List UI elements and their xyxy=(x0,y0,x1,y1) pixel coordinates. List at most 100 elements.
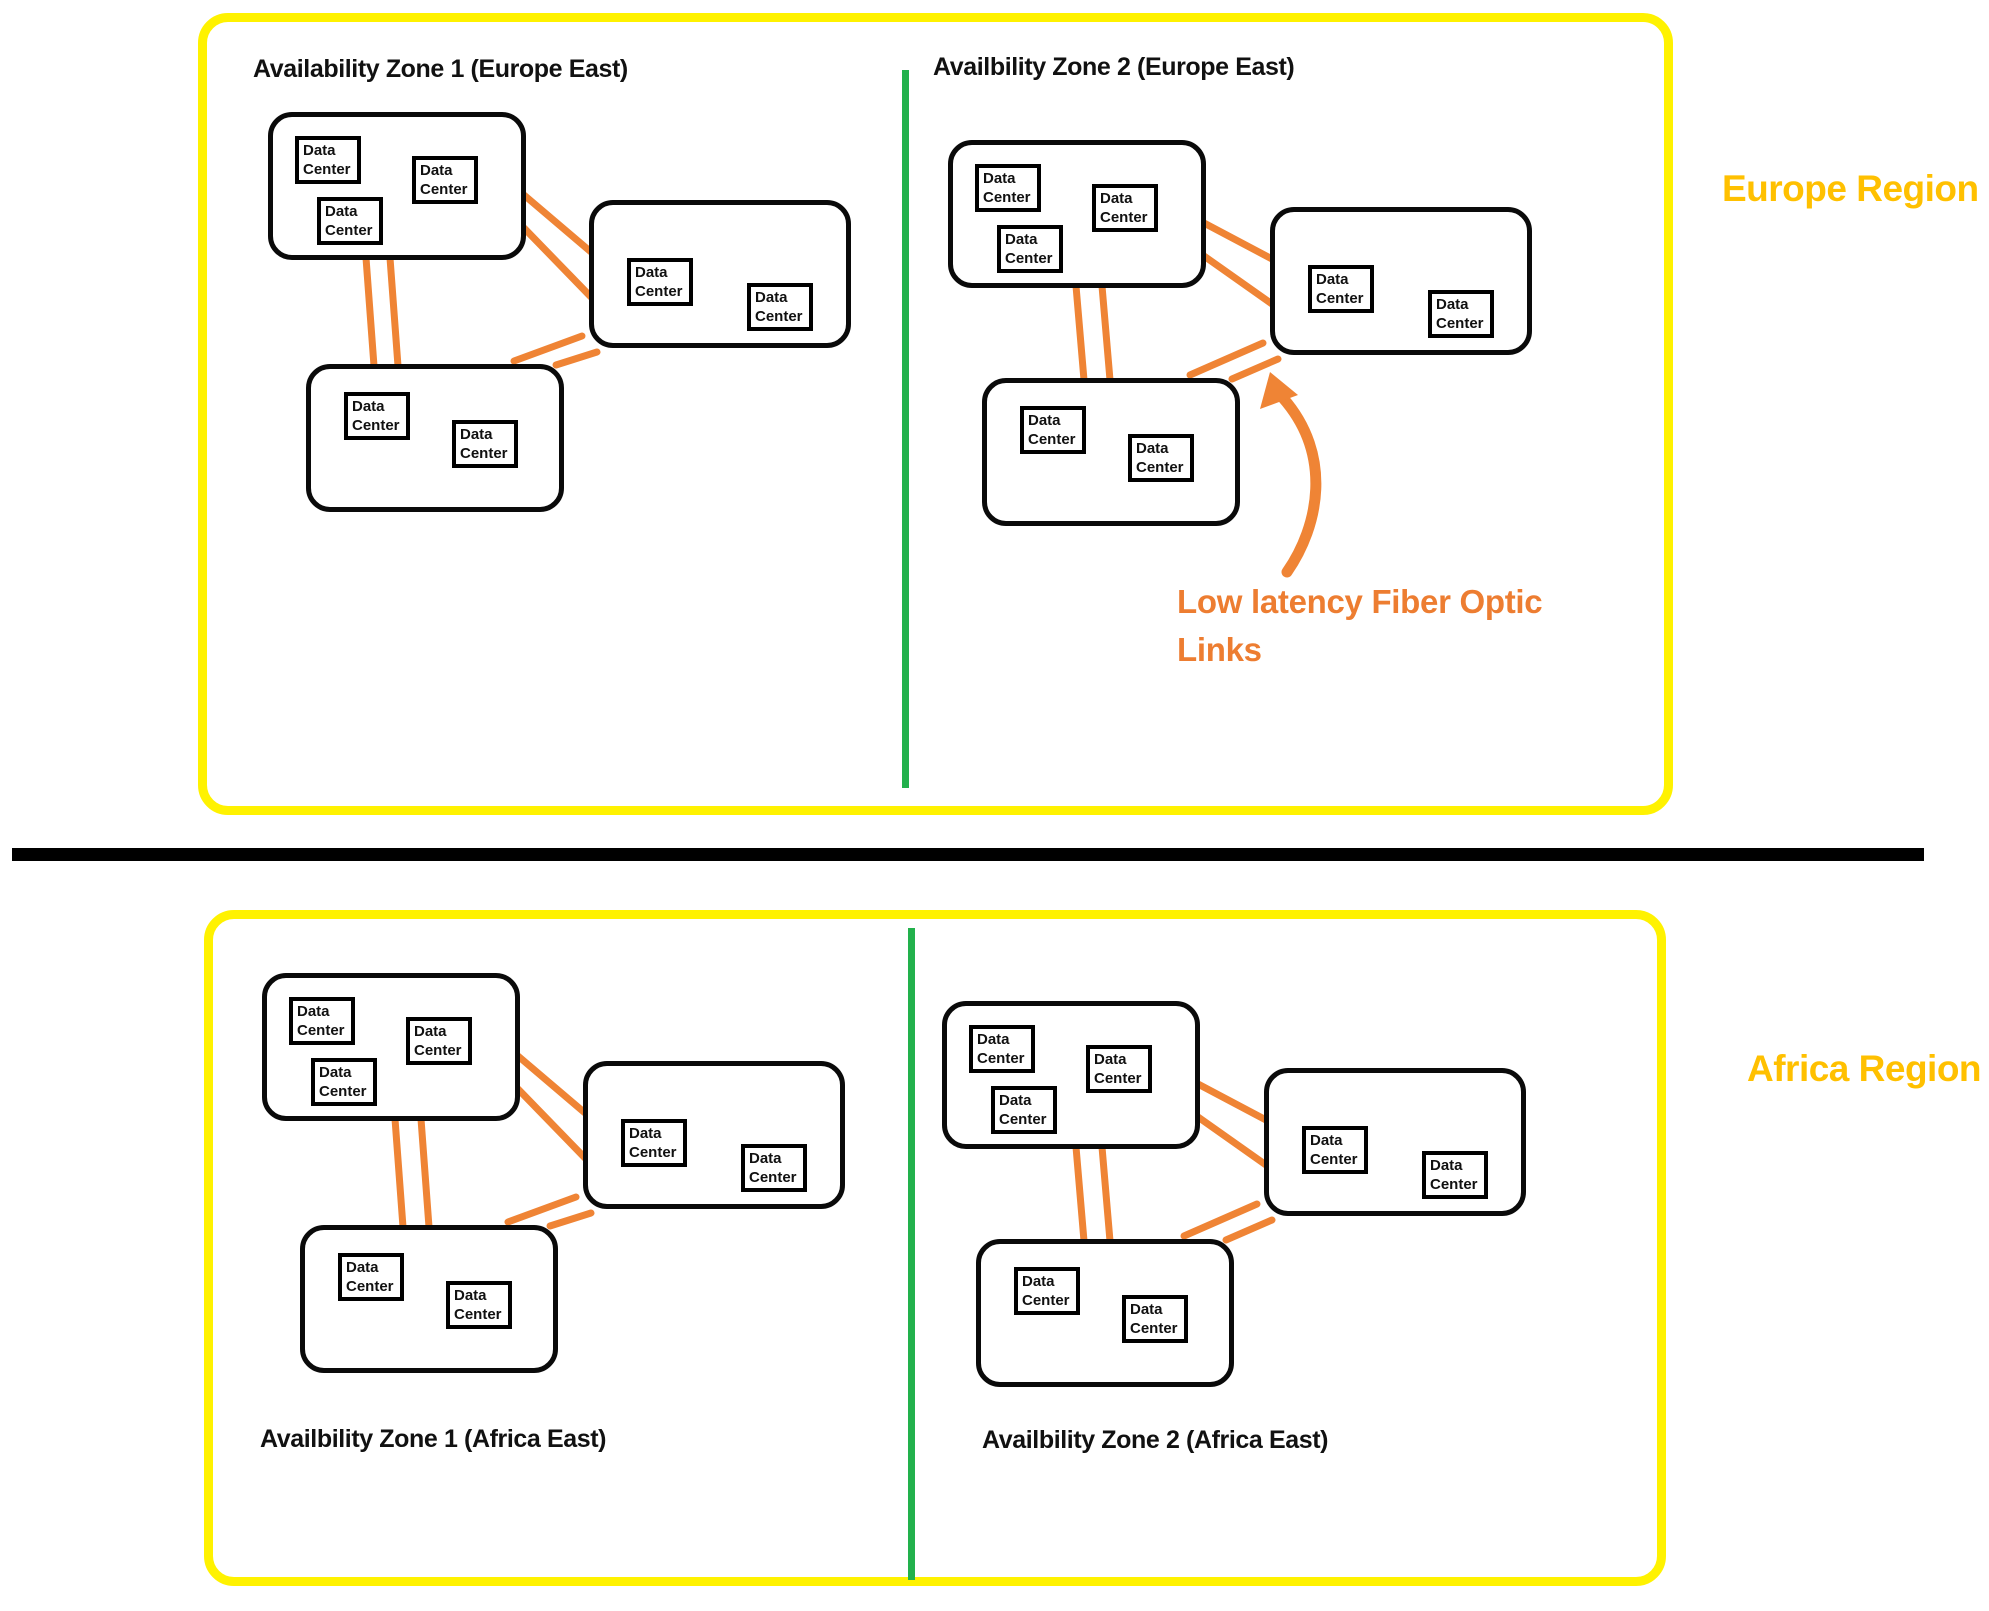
data-center-label-line2: Center xyxy=(999,1111,1047,1128)
data-center-label-line1: Data xyxy=(352,398,385,415)
data-center-label-line2: Center xyxy=(1100,209,1148,226)
data-center-label-line2: Center xyxy=(420,181,468,198)
fiber-optic-links-annotation: Low latency Fiber Optic Links xyxy=(1177,578,1543,674)
cluster-europe-z1-a xyxy=(268,112,526,260)
annotation-line2: Links xyxy=(1177,631,1262,668)
region-box-europe xyxy=(198,13,1673,815)
region-box-africa xyxy=(204,910,1666,1586)
data-center-label-line1: Data xyxy=(325,203,358,220)
data-center-label-line1: Data xyxy=(1310,1132,1343,1149)
data-center-label-line1: Data xyxy=(1130,1301,1163,1318)
data-center-label-line2: Center xyxy=(635,283,683,300)
cluster-europe-z2-a xyxy=(948,140,1206,288)
data-center-label-line1: Data xyxy=(1028,412,1061,429)
data-center-label-line1: Data xyxy=(749,1150,782,1167)
data-center-label-line1: Data xyxy=(1316,271,1349,288)
data-center-label-line1: Data xyxy=(420,162,453,179)
data-center-label-line1: Data xyxy=(635,264,668,281)
fiber-links-africa-zone1 xyxy=(391,1052,595,1231)
data-center-label-line1: Data xyxy=(1136,440,1169,457)
data-center-label-line2: Center xyxy=(454,1306,502,1323)
data-center-label-line1: Data xyxy=(414,1023,447,1040)
data-center-label-line2: Center xyxy=(414,1042,462,1059)
annotation-line1: Low latency Fiber Optic xyxy=(1177,583,1543,620)
data-center-label-line2: Center xyxy=(1136,459,1184,476)
data-center-label-line2: Center xyxy=(1130,1320,1178,1337)
data-center-label-line1: Data xyxy=(1094,1051,1127,1068)
data-center-label-line1: Data xyxy=(460,426,493,443)
data-center-label-line2: Center xyxy=(629,1144,677,1161)
zone-title-africa-2: Availbility Zone 2 (Africa East) xyxy=(982,1426,1329,1454)
data-center-label-line2: Center xyxy=(977,1050,1025,1067)
annotation-arrow xyxy=(1260,372,1322,578)
data-center-label-line2: Center xyxy=(1005,250,1053,267)
fiber-links-europe-zone2 xyxy=(1072,219,1282,384)
data-center-label-line2: Center xyxy=(346,1278,394,1295)
region-divider xyxy=(12,848,1924,861)
data-center-label-line1: Data xyxy=(1022,1273,1055,1290)
data-center-label-line1: Data xyxy=(454,1287,487,1304)
data-center-label-line1: Data xyxy=(755,289,788,306)
zone-divider-africa xyxy=(908,928,915,1580)
data-center-label-line2: Center xyxy=(749,1169,797,1186)
data-center-label-line2: Center xyxy=(1094,1070,1142,1087)
data-center-label-line2: Center xyxy=(1316,290,1364,307)
data-center-label-line2: Center xyxy=(983,189,1031,206)
data-center-label-line1: Data xyxy=(983,170,1016,187)
data-center-label-line2: Center xyxy=(319,1083,367,1100)
zone-title-europe-2: Availbility Zone 2 (Europe East) xyxy=(933,53,1295,81)
data-center-label-line1: Data xyxy=(999,1092,1032,1109)
data-center-label-line2: Center xyxy=(1430,1176,1478,1193)
zone-title-europe-1: Availability Zone 1 (Europe East) xyxy=(253,55,628,83)
data-center-label-line2: Center xyxy=(325,222,373,239)
data-center-label-line1: Data xyxy=(1100,190,1133,207)
data-center-label-line2: Center xyxy=(460,445,508,462)
data-center-label-line1: Data xyxy=(297,1003,330,1020)
data-center-label-line2: Center xyxy=(297,1022,345,1039)
fiber-links-africa-zone2 xyxy=(1072,1080,1276,1245)
data-center-label-line1: Data xyxy=(303,142,336,159)
data-center-label-line1: Data xyxy=(629,1125,662,1142)
data-center-label-line2: Center xyxy=(1028,431,1076,448)
data-center-label-line2: Center xyxy=(352,417,400,434)
data-center-label-line1: Data xyxy=(1436,296,1469,313)
region-label-europe: Europe Region xyxy=(1722,168,1979,209)
zone-title-africa-1: Availbility Zone 1 (Africa East) xyxy=(260,1425,607,1453)
data-center-label-line2: Center xyxy=(755,308,803,325)
cluster-africa-z2-a xyxy=(942,1001,1200,1149)
fiber-links-europe-zone1 xyxy=(362,191,601,370)
region-label-africa: Africa Region xyxy=(1747,1048,1982,1089)
cluster-africa-z1-a xyxy=(262,973,520,1121)
data-center-label-line2: Center xyxy=(1310,1151,1358,1168)
data-center-label-line1: Data xyxy=(319,1064,352,1081)
